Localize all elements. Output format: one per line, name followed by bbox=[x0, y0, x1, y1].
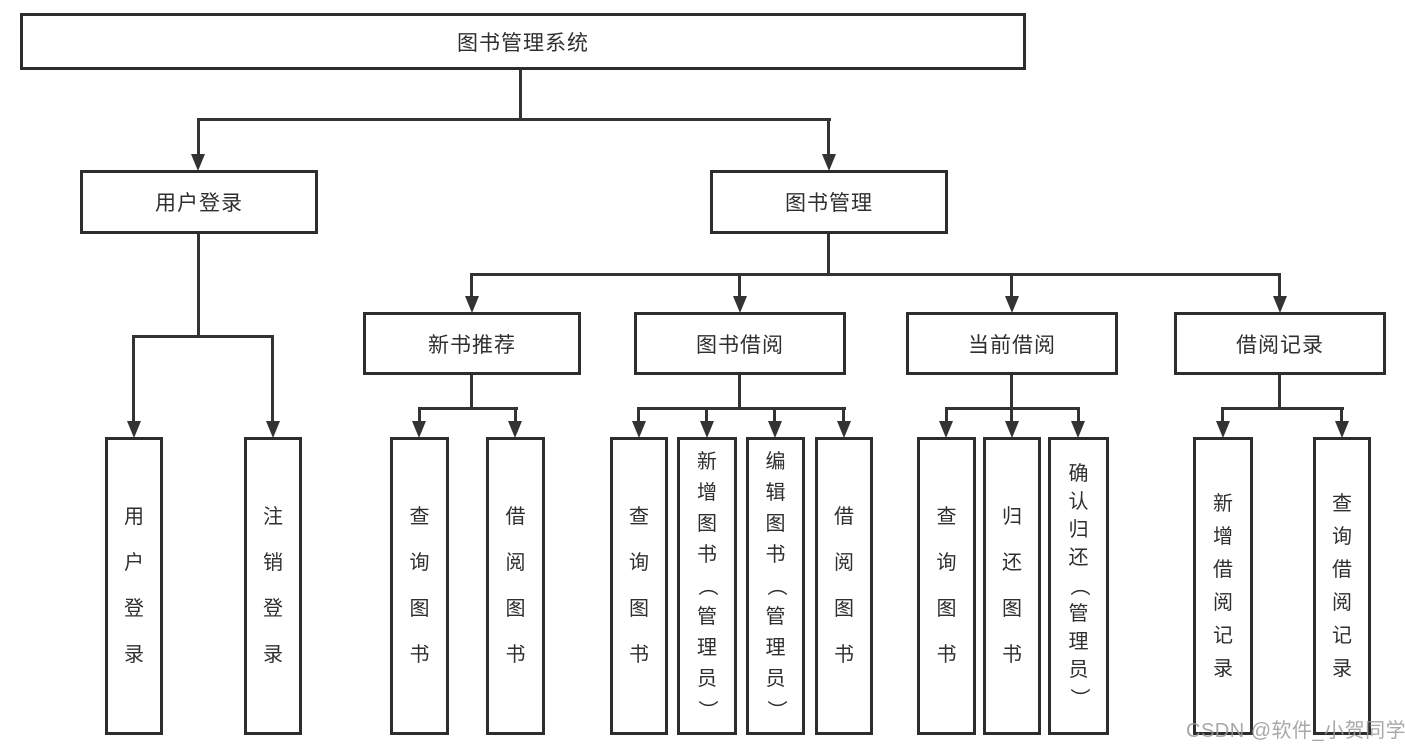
connector-line bbox=[470, 273, 473, 299]
csdn-watermark: CSDN @软件_小贺同学 bbox=[1186, 720, 1405, 742]
arrow-down-icon bbox=[939, 421, 953, 438]
connector-line bbox=[418, 407, 518, 410]
connector-line bbox=[1077, 407, 1080, 423]
connector-line bbox=[637, 407, 846, 410]
node-book-borrowing: 图书借阅 bbox=[634, 312, 846, 375]
connector-line bbox=[827, 118, 830, 156]
node-borrowing-records: 借阅记录 bbox=[1174, 312, 1386, 375]
leaf-add-books-admin: 新增图书（管理员） bbox=[677, 437, 737, 735]
connector-line bbox=[738, 273, 741, 299]
connector-line bbox=[1221, 407, 1344, 410]
connector-line bbox=[197, 234, 200, 335]
connector-line bbox=[1010, 375, 1013, 407]
connector-line bbox=[1278, 375, 1281, 407]
arrow-down-icon bbox=[508, 421, 522, 438]
connector-line bbox=[637, 407, 640, 423]
connector-line bbox=[132, 335, 135, 423]
node-book-management: 图书管理 bbox=[710, 170, 948, 234]
leaf-query-borrow-record: 查询借阅记录 bbox=[1313, 437, 1371, 735]
connector-line bbox=[773, 407, 776, 423]
arrow-down-icon bbox=[1273, 296, 1287, 313]
arrow-down-icon bbox=[412, 421, 426, 438]
connector-line bbox=[705, 407, 708, 423]
connector-line bbox=[945, 407, 948, 423]
leaf-confirm-return-admin: 确认归还（管理员） bbox=[1048, 437, 1109, 735]
leaf-edit-books-admin: 编辑图书（管理员） bbox=[746, 437, 805, 735]
leaf-borrow-books-borrowing: 借阅图书 bbox=[815, 437, 873, 735]
node-library-system: 图书管理系统 bbox=[20, 13, 1026, 70]
arrow-down-icon bbox=[1005, 296, 1019, 313]
connector-line bbox=[519, 70, 522, 118]
leaf-user-login: 用户登录 bbox=[105, 437, 163, 735]
leaf-borrow-books-recommend: 借阅图书 bbox=[486, 437, 545, 735]
connector-line bbox=[1010, 273, 1013, 299]
arrow-down-icon bbox=[733, 296, 747, 313]
connector-line bbox=[738, 375, 741, 407]
arrow-down-icon bbox=[1071, 421, 1085, 438]
arrow-down-icon bbox=[1216, 421, 1230, 438]
connector-line bbox=[271, 335, 274, 423]
connector-line bbox=[842, 407, 845, 423]
connector-line bbox=[132, 335, 274, 338]
connector-line bbox=[514, 407, 517, 423]
leaf-query-books-recommend: 查询图书 bbox=[390, 437, 449, 735]
arrow-down-icon bbox=[266, 421, 280, 438]
arrow-down-icon bbox=[465, 296, 479, 313]
arrow-down-icon bbox=[822, 154, 836, 171]
arrow-down-icon bbox=[632, 421, 646, 438]
connector-line bbox=[197, 118, 831, 121]
connector-line bbox=[1340, 407, 1343, 423]
leaf-query-books-current: 查询图书 bbox=[917, 437, 976, 735]
connector-line bbox=[827, 234, 830, 273]
arrow-down-icon bbox=[1335, 421, 1349, 438]
connector-line bbox=[197, 118, 200, 156]
connector-line bbox=[1221, 407, 1224, 423]
leaf-logout: 注销登录 bbox=[244, 437, 302, 735]
arrow-down-icon bbox=[191, 154, 205, 171]
arrow-down-icon bbox=[837, 421, 851, 438]
connector-line bbox=[1010, 407, 1013, 423]
connector-line bbox=[470, 273, 1281, 276]
arrow-down-icon bbox=[127, 421, 141, 438]
node-new-book-recommend: 新书推荐 bbox=[363, 312, 581, 375]
arrow-down-icon bbox=[768, 421, 782, 438]
node-user-login: 用户登录 bbox=[80, 170, 318, 234]
arrow-down-icon bbox=[700, 421, 714, 438]
arrow-down-icon bbox=[1005, 421, 1019, 438]
connector-line bbox=[418, 407, 421, 423]
connector-line bbox=[470, 375, 473, 407]
leaf-query-books-borrowing: 查询图书 bbox=[610, 437, 668, 735]
leaf-add-borrow-record: 新增借阅记录 bbox=[1193, 437, 1253, 735]
connector-line bbox=[1278, 273, 1281, 299]
leaf-return-books: 归还图书 bbox=[983, 437, 1041, 735]
node-current-borrowing: 当前借阅 bbox=[906, 312, 1118, 375]
